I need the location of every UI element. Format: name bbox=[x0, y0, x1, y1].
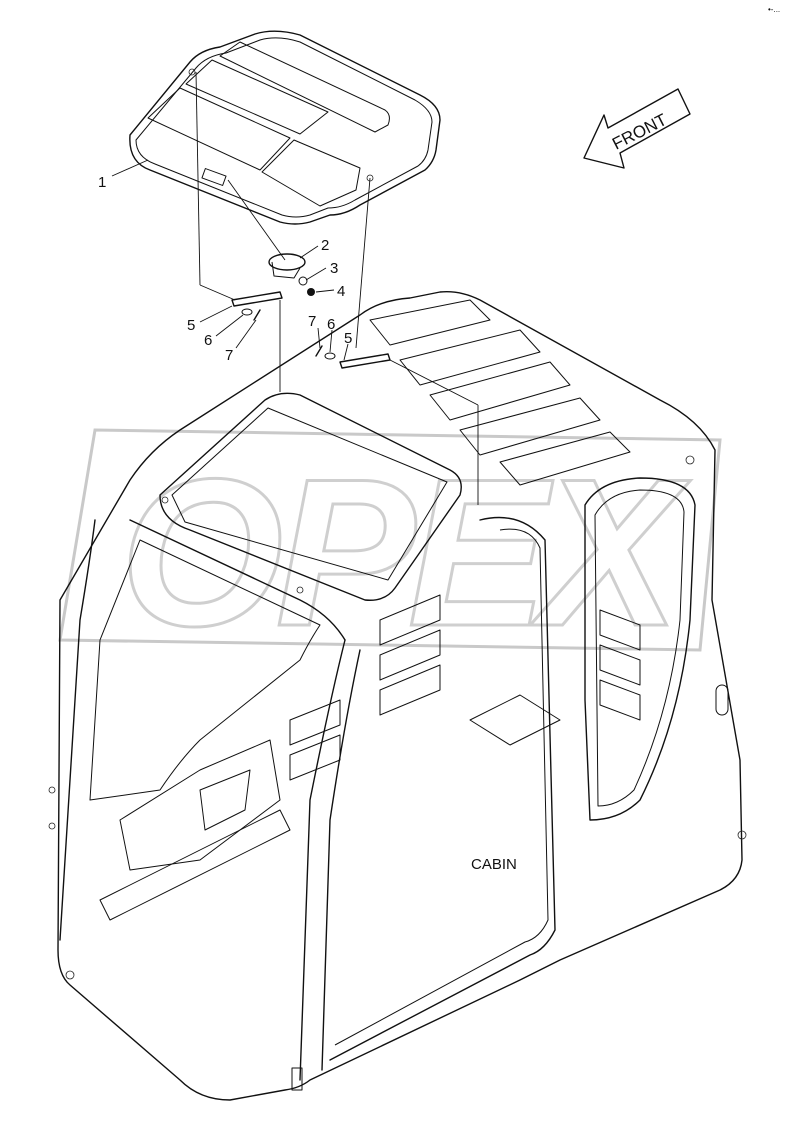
callout-5b: 5 bbox=[344, 330, 352, 347]
cabin-label: CABIN bbox=[471, 856, 517, 873]
assembly-lines bbox=[195, 71, 479, 505]
callout-leaders bbox=[111, 159, 349, 361]
hatch-lock bbox=[268, 253, 315, 296]
callout-6: 6 bbox=[204, 332, 212, 349]
callout-6b: 6 bbox=[327, 316, 335, 333]
corner-mark: •-... bbox=[768, 5, 780, 14]
front-arrow-icon: FRONT bbox=[583, 88, 691, 169]
callout-7b: 7 bbox=[308, 313, 316, 330]
watermark-text: OPEX bbox=[120, 435, 691, 670]
callout-7: 7 bbox=[225, 347, 233, 364]
watermark: OPEX bbox=[58, 428, 722, 672]
cabin bbox=[48, 290, 747, 1101]
gas-spring-left bbox=[231, 291, 283, 321]
front-label: FRONT bbox=[609, 110, 670, 154]
callout-3: 3 bbox=[330, 260, 338, 277]
callout-labels: 1 2 3 4 5 6 7 7 6 5 bbox=[98, 174, 352, 364]
callout-4: 4 bbox=[337, 283, 345, 300]
callout-2: 2 bbox=[321, 237, 329, 254]
callout-1: 1 bbox=[98, 174, 106, 191]
roof-hatch bbox=[129, 30, 441, 225]
callout-5: 5 bbox=[187, 317, 195, 334]
gas-spring-right bbox=[315, 345, 391, 369]
